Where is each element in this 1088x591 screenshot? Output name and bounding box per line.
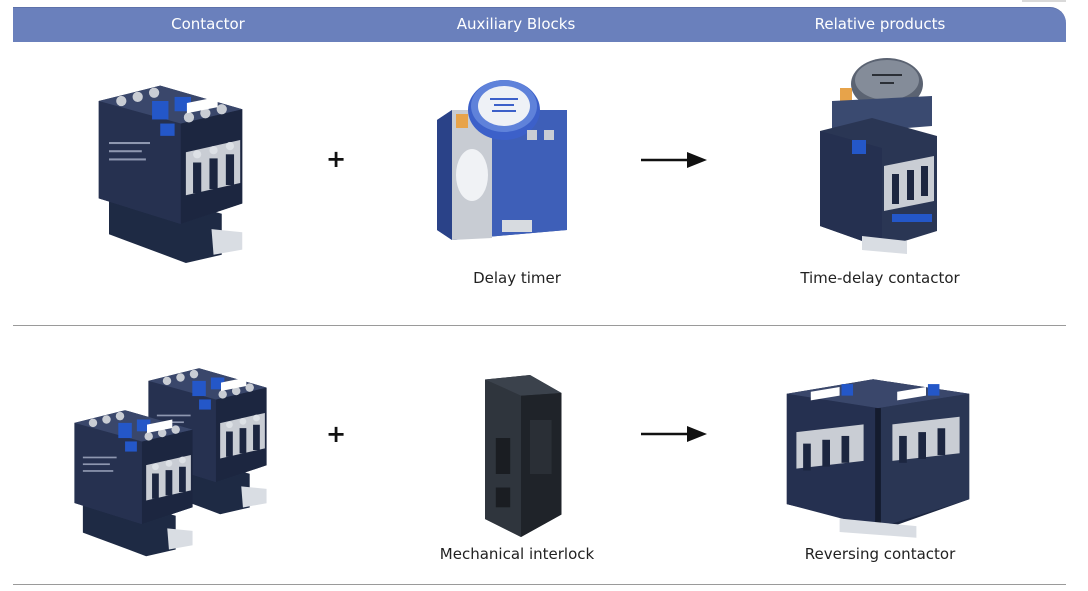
header-auxiliary-blocks: Auxiliary Blocks bbox=[456, 15, 576, 33]
delay-timer-icon bbox=[437, 80, 567, 240]
caption-delay-timer: Delay timer bbox=[473, 269, 561, 287]
contactor-icon bbox=[98, 85, 243, 263]
caption-time-delay-contactor: Time-delay contactor bbox=[800, 269, 960, 287]
table-header: Contactor Auxiliary Blocks Relative prod… bbox=[13, 7, 1066, 42]
plus-sign: + bbox=[326, 145, 347, 173]
contactor-icon bbox=[74, 410, 193, 557]
table-row: + Mechanical interlock Reversing contact… bbox=[0, 326, 1088, 584]
table-row: + Delay timer Time-delay contactor bbox=[0, 42, 1088, 325]
time-delay-contactor-icon bbox=[820, 58, 937, 254]
mechanical-interlock-icon bbox=[485, 375, 562, 537]
plus-sign: + bbox=[326, 420, 347, 448]
header-relative-products: Relative products bbox=[814, 15, 946, 33]
caption-mechanical-interlock: Mechanical interlock bbox=[439, 545, 595, 563]
header-contactor: Contactor bbox=[171, 15, 245, 33]
row-divider bbox=[13, 325, 1066, 326]
arrow-right-icon bbox=[641, 426, 707, 442]
top-accent-line bbox=[1022, 0, 1066, 2]
bottom-divider bbox=[13, 584, 1066, 585]
caption-reversing-contactor: Reversing contactor bbox=[804, 545, 956, 563]
reversing-contactor-icon bbox=[786, 379, 970, 538]
arrow-right-icon bbox=[641, 152, 707, 168]
